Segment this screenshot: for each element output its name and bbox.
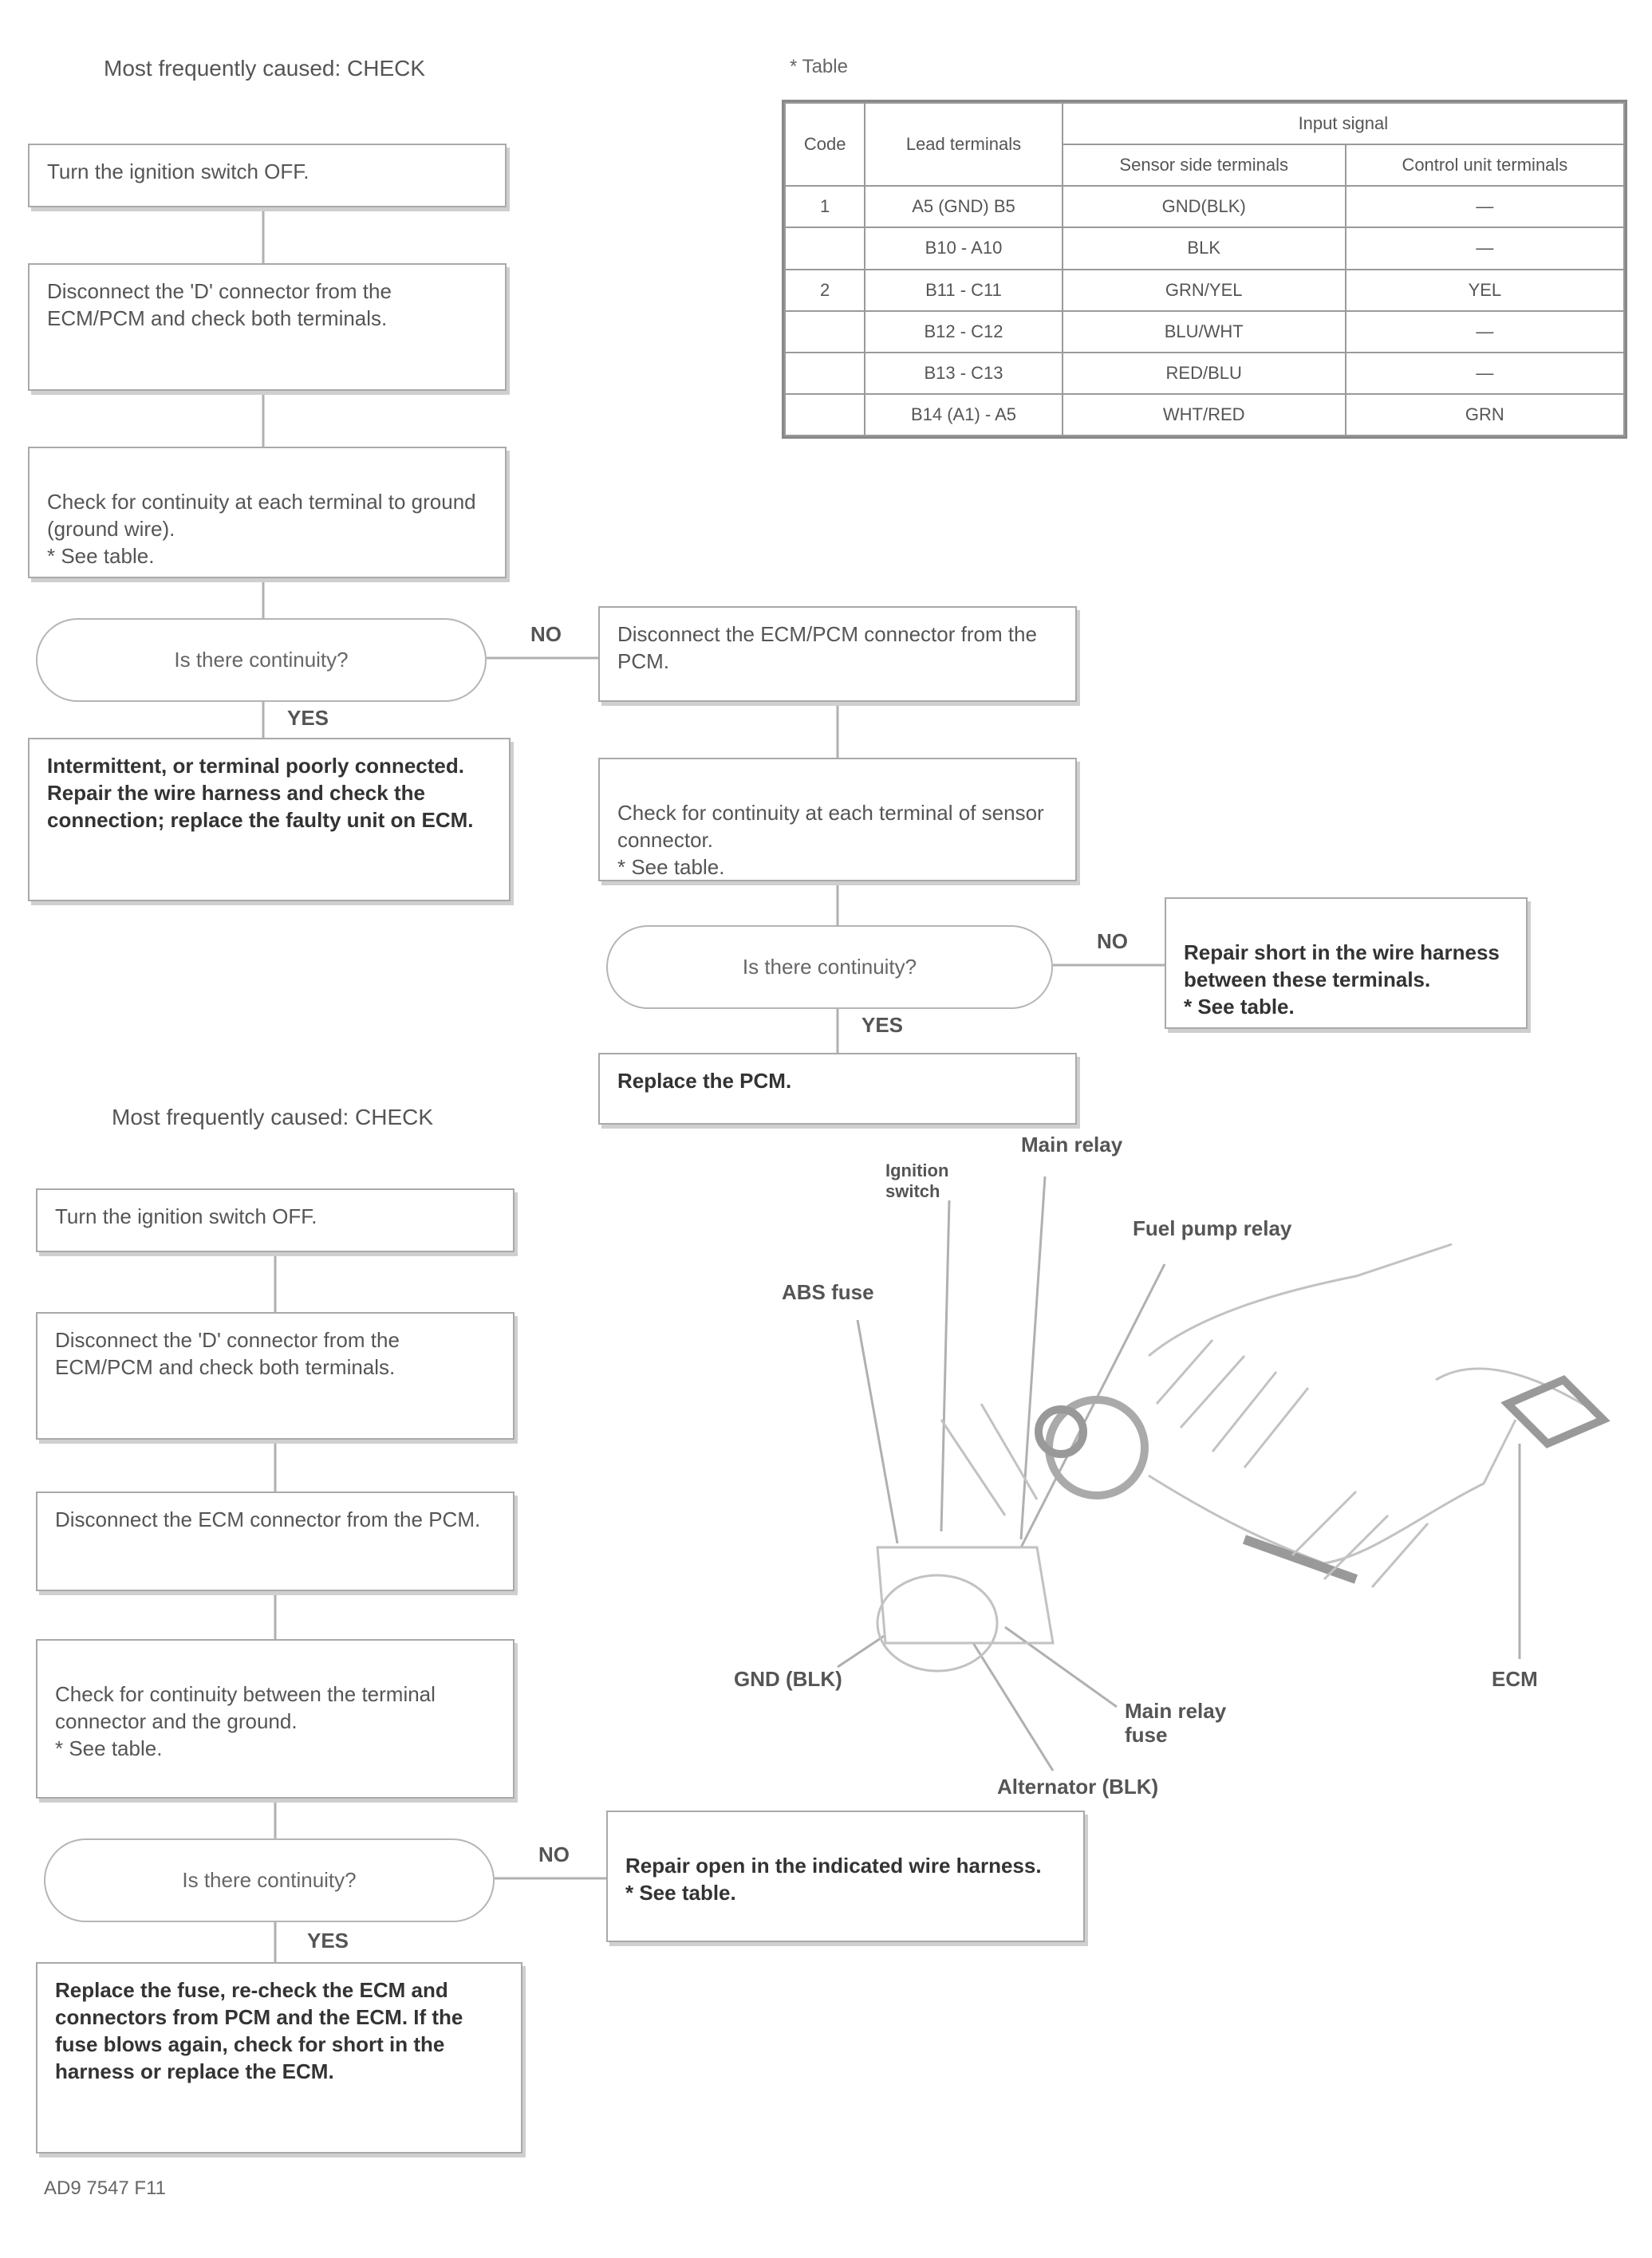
table-row: 2 B11 - C11 GRN/YEL YEL <box>783 268 1626 312</box>
flow2-step2-text: Disconnect the 'D' connector from the EC… <box>55 1328 400 1379</box>
flow2-decision-text: Is there continuity? <box>182 1868 357 1892</box>
table-caption: * Table <box>790 56 848 77</box>
flow1-title: Most frequently caused: CHECK <box>104 56 426 81</box>
table-cell: GRN/YEL <box>1061 268 1346 312</box>
flow1-result-left-text: Intermittent, or terminal poorly connect… <box>47 754 474 832</box>
diagram-label-fuel-pump-relay: Fuel pump relay <box>1133 1216 1292 1240</box>
flow2-step3-text: Disconnect the ECM connector from the PC… <box>55 1507 481 1531</box>
table-cell <box>783 227 866 270</box>
table-cell: 1 <box>783 185 866 229</box>
flow1-replace-pcm: Replace the PCM. <box>598 1053 1077 1125</box>
diagram-label-abs-fuse: ABS fuse <box>782 1280 874 1304</box>
diagram-label-main-relay-fuse: Main relay fuse <box>1125 1699 1227 1747</box>
table-subheader-sensor: Sensor side terminals <box>1061 144 1346 187</box>
table-cell: BLK <box>1061 227 1346 270</box>
signal-table-grid: Code Lead terminals Input signal Sensor … <box>783 101 1626 437</box>
footer-code: AD9 7547 F11 <box>44 2177 166 2199</box>
flow1-decision: Is there continuity? <box>36 618 487 702</box>
diagram-label-gnd: GND (BLK) <box>734 1667 842 1691</box>
flow2-result-bottom: Replace the fuse, re-check the ECM and c… <box>36 1962 522 2154</box>
table-cell: B11 - C11 <box>864 268 1063 312</box>
flow1-step-ignition-off: Turn the ignition switch OFF. <box>28 144 507 207</box>
flow1-decision-text: Is there continuity? <box>174 648 349 672</box>
flow2-result-right-text: Repair open in the indicated wire harnes… <box>625 1854 1042 1905</box>
flow1-result-left: Intermittent, or terminal poorly connect… <box>28 738 511 901</box>
flow1-result-right-text: Repair short in the wire harness between… <box>1184 940 1500 1019</box>
table-cell: B13 - C13 <box>864 351 1063 395</box>
table-header-signal: Input signal <box>1061 101 1626 146</box>
table-cell: — <box>1344 227 1626 270</box>
table-cell: — <box>1344 351 1626 395</box>
diagram-label-ecm: ECM <box>1492 1667 1538 1691</box>
table-cell: B14 (A1) - A5 <box>864 392 1063 437</box>
table-row: B14 (A1) - A5 WHT/RED GRN <box>783 392 1626 437</box>
table-header-code: Code <box>783 101 866 187</box>
flow1-step-check-sensor: Check for continuity at each terminal of… <box>598 758 1077 881</box>
flow1-decision2-text: Is there continuity? <box>742 955 917 979</box>
signal-table: Code Lead terminals Input signal Sensor … <box>782 100 1627 439</box>
table-cell: — <box>1344 309 1626 353</box>
table-cell <box>783 392 866 437</box>
flow1-step4-text: Disconnect the ECM/PCM connector from th… <box>617 622 1037 673</box>
table-cell: 2 <box>783 268 866 312</box>
table-subheader-control: Control unit terminals <box>1344 144 1626 187</box>
table-cell <box>783 309 866 353</box>
flow2-result-bottom-text: Replace the fuse, re-check the ECM and c… <box>55 1978 463 2083</box>
table-cell: B12 - C12 <box>864 309 1063 353</box>
flow1-no-label-2: NO <box>1097 929 1128 953</box>
flow2-step-disconnect-ecm: Disconnect the ECM connector from the PC… <box>36 1492 515 1591</box>
table-cell: GRN <box>1344 392 1626 437</box>
table-header-terminals: Lead terminals <box>864 101 1063 187</box>
table-cell: GND(BLK) <box>1061 185 1346 229</box>
diagram-label-alternator: Alternator (BLK) <box>997 1775 1159 1799</box>
flow1-yes-label: YES <box>287 706 329 730</box>
table-cell: BLU/WHT <box>1061 309 1346 353</box>
flow1-step5-text: Check for continuity at each terminal of… <box>617 801 1044 879</box>
flow2-yes-label: YES <box>307 1929 349 1953</box>
diagram-label-main-relay: Main relay <box>1021 1133 1123 1157</box>
flow1-result-right: Repair short in the wire harness between… <box>1165 897 1528 1029</box>
table-row: B12 - C12 BLU/WHT — <box>783 309 1626 353</box>
flow2-step-disconnect: Disconnect the 'D' connector from the EC… <box>36 1312 515 1440</box>
flow1-step2-text: Disconnect the 'D' connector from the EC… <box>47 279 392 330</box>
flow2-no-label: NO <box>538 1842 570 1866</box>
flow2-decision: Is there continuity? <box>44 1838 495 1922</box>
flow2-step1-text: Turn the ignition switch OFF. <box>55 1204 317 1228</box>
flow1-step3-text: Check for continuity at each terminal to… <box>47 490 476 568</box>
diagram-label-ignition-switch: Ignition switch <box>885 1161 949 1201</box>
table-cell: — <box>1344 185 1626 229</box>
flow1-yes-label-2: YES <box>861 1013 904 1037</box>
flow1-replace-text: Replace the PCM. <box>617 1069 792 1093</box>
flow1-step1-text: Turn the ignition switch OFF. <box>47 160 310 183</box>
table-cell: YEL <box>1344 268 1626 312</box>
flow2-step4-text: Check for continuity between the termina… <box>55 1682 436 1760</box>
flow2-step-check-continuity: Check for continuity between the termina… <box>36 1639 515 1799</box>
table-cell: RED/BLU <box>1061 351 1346 395</box>
table-cell <box>783 351 866 395</box>
table-cell: A5 (GND) B5 <box>864 185 1063 229</box>
flow1-no-label: NO <box>530 622 562 646</box>
table-cell: B10 - A10 <box>864 227 1063 270</box>
flow1-step-check-continuity: Check for continuity at each terminal to… <box>28 447 507 578</box>
flow2-title: Most frequently caused: CHECK <box>112 1105 434 1129</box>
table-row: 1 A5 (GND) B5 GND(BLK) — <box>783 185 1626 229</box>
table-row: B13 - C13 RED/BLU — <box>783 351 1626 395</box>
table-row: B10 - A10 BLK — <box>783 227 1626 270</box>
table-cell: WHT/RED <box>1061 392 1346 437</box>
flow1-step-disconnect: Disconnect the 'D' connector from the EC… <box>28 263 507 391</box>
flow1-decision-2: Is there continuity? <box>606 925 1053 1009</box>
flow2-step-ignition-off: Turn the ignition switch OFF. <box>36 1188 515 1252</box>
flow2-result-right: Repair open in the indicated wire harnes… <box>606 1811 1085 1942</box>
flow1-step-disconnect-ecm: Disconnect the ECM/PCM connector from th… <box>598 606 1077 702</box>
